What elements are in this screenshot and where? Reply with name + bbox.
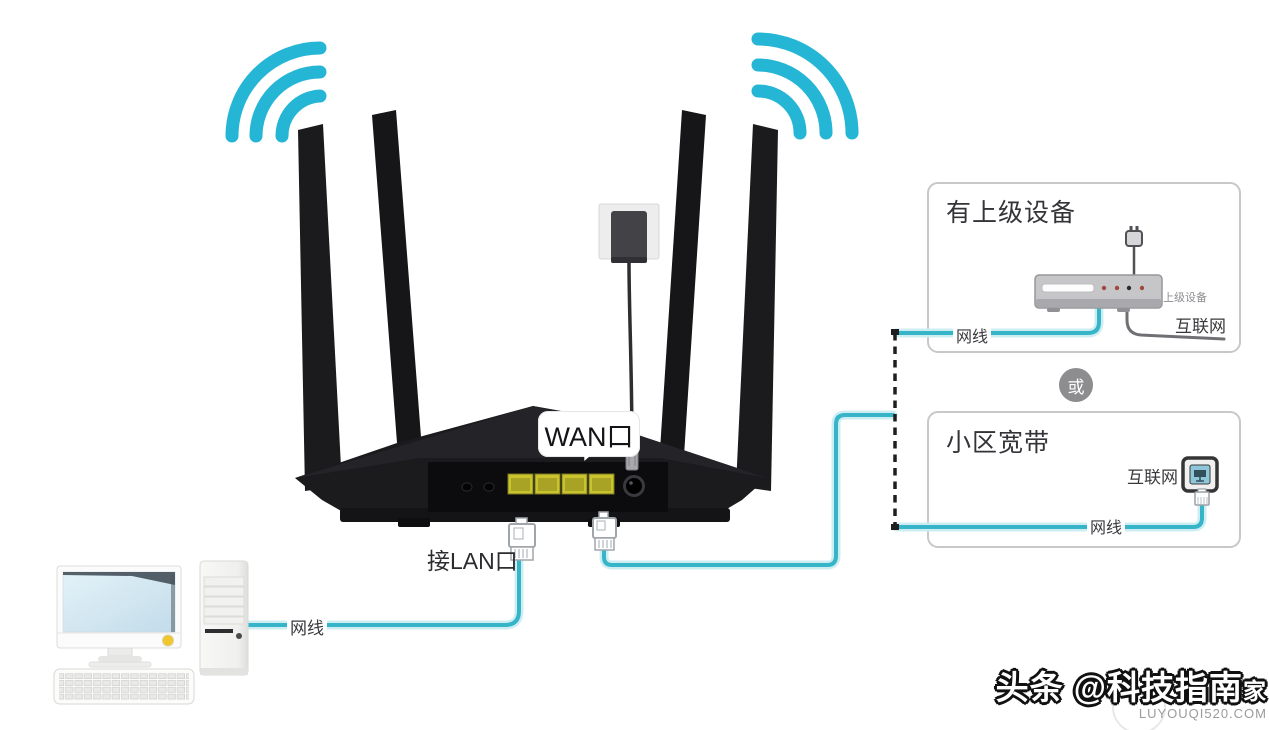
cable-to-upstream-device <box>894 307 1101 335</box>
antenna-inner-left <box>372 110 422 456</box>
wan-port-bubble: WAN口 <box>538 411 640 457</box>
lower-option-title: 小区宽带 <box>946 429 1051 457</box>
upper-option-box <box>927 182 1241 353</box>
watermark: 头条 @科技指南家 LUYOUQI520.COM <box>996 661 1267 721</box>
monitor-power-button <box>162 634 174 647</box>
router-illustration <box>295 110 778 527</box>
lan-wan-ports <box>507 473 615 495</box>
cable-pc-to-lan <box>247 558 521 627</box>
cable-wan-to-choice <box>602 413 895 567</box>
watermark-suffix: 家 <box>1243 678 1267 704</box>
wan-plug-connector <box>592 511 617 551</box>
upstream-modem <box>1034 226 1226 341</box>
antenna-inner-right <box>660 110 706 456</box>
panel-hole-1 <box>461 482 473 492</box>
wall-socket <box>1181 456 1219 506</box>
or-badge: 或 <box>1059 368 1093 402</box>
upper-option-title: 有上级设备 <box>946 199 1077 227</box>
modem-internet-cable <box>1125 306 1226 341</box>
internet-label-upper: 互联网 <box>1175 317 1226 336</box>
router-top-facet <box>295 406 767 478</box>
either-or-dashed-line <box>891 329 899 530</box>
power-jack <box>623 475 645 497</box>
wifi-left-icon <box>225 41 327 143</box>
internet-label-lower: 互联网 <box>1127 468 1178 487</box>
router-foot-left <box>398 518 430 527</box>
or-badge-label: 或 <box>1067 377 1085 397</box>
monitor <box>56 565 182 668</box>
cable-label-upper: 网线 <box>953 323 992 347</box>
cable-label-lower: 网线 <box>1087 514 1126 538</box>
cable-label-pc: 网线 <box>287 614 327 639</box>
watermark-circle <box>1112 680 1166 730</box>
keyboard <box>53 668 195 705</box>
watermark-channel: 头条 @科技指南 <box>995 669 1243 706</box>
watermark-site: LUYOUQI520.COM <box>1138 706 1267 721</box>
lower-option-box <box>927 411 1241 548</box>
antenna-outer-right <box>736 124 778 491</box>
wifi-right-icon <box>751 32 859 140</box>
lan-port-note: 接LAN口 <box>427 548 518 574</box>
desktop-computer <box>53 560 249 705</box>
wan-port-bubble-label: WAN口 <box>544 421 634 452</box>
modem-slot <box>1041 283 1095 293</box>
panel-hole-2 <box>483 482 495 492</box>
pc-tower <box>199 560 249 676</box>
upstream-device-caption: 上级设备 <box>1163 292 1207 304</box>
ethernet-cables <box>244 304 1207 630</box>
lan-plug-connector <box>508 517 536 561</box>
antenna-outer-left <box>298 124 342 491</box>
cable-to-wall-socket <box>894 504 1204 529</box>
